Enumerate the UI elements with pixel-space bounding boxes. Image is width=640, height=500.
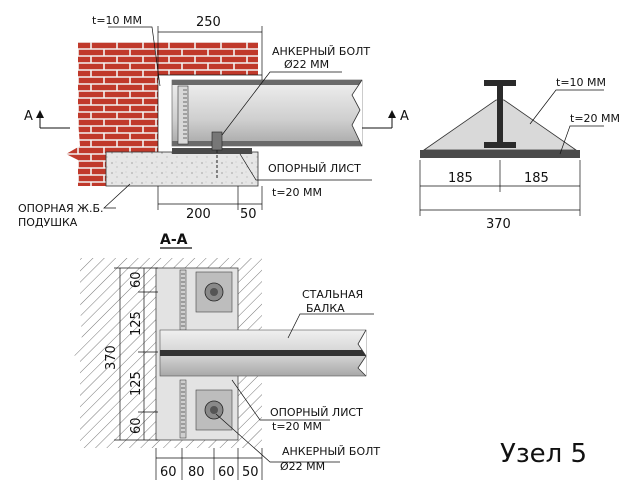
beam-bottom-flange	[172, 141, 362, 146]
label-anchor-bottom-2: Ø22 ММ	[280, 460, 325, 473]
leader-anchor-bottom	[215, 413, 340, 463]
cross-section: t=10 ММ t=20 ММ 185 185 370	[419, 76, 620, 232]
label-right-t10: t=10 ММ	[556, 76, 606, 89]
support-plate-side	[172, 148, 252, 154]
label-t10: t=10 ММ	[92, 14, 142, 27]
beam-web-plan	[160, 350, 366, 356]
dim-plan-60a: 60	[129, 271, 144, 288]
leader-right-t20	[559, 125, 604, 155]
leader-pad	[103, 183, 131, 209]
leader-right-t10	[529, 89, 604, 125]
dim-plan-370: 370	[104, 345, 119, 370]
cut-mark-left	[39, 118, 70, 129]
ibeam-top	[484, 80, 516, 86]
leader-plate-bottom	[231, 379, 330, 421]
ruler-ticks-side	[183, 89, 187, 139]
ruler-ticks-plan	[181, 273, 185, 433]
gap-outline	[157, 74, 262, 152]
dim-h-60a: 60	[160, 465, 177, 480]
label-anchor-bottom-1: АНКЕРНЫЙ БОЛТ	[282, 445, 380, 458]
dim-185b: 185	[524, 171, 549, 186]
dim-250: 250	[196, 15, 221, 30]
label-plate-bottom-1: ОПОРНЫЙ ЛИСТ	[270, 406, 363, 419]
dim-h-80: 80	[188, 465, 205, 480]
label-plate-bottom-2: t=20 ММ	[272, 420, 322, 433]
label-beam-1: СТАЛЬНАЯ	[302, 288, 363, 301]
beam-break	[351, 79, 363, 147]
concrete-pad	[105, 151, 259, 187]
leader-t10	[108, 26, 161, 87]
anchor-bolt-side	[211, 131, 223, 151]
dim-h-60b: 60	[218, 465, 235, 480]
dim-plan-125b: 125	[129, 371, 144, 396]
label-plate-top-2: t=20 ММ	[272, 186, 322, 199]
section-title: А-А	[160, 232, 188, 248]
stiffener-side	[177, 85, 189, 145]
leader-anchor-top	[221, 71, 342, 136]
cut-label-left: A	[24, 109, 33, 124]
label-pad-1: ОПОРНАЯ Ж.Б.	[18, 202, 104, 215]
stiffener-plan-top	[179, 269, 187, 331]
dim-200: 200	[186, 207, 211, 222]
cut-mark-right	[362, 118, 393, 129]
beam-top-flange	[172, 80, 362, 85]
dim-185a: 185	[448, 171, 473, 186]
cut-label-right: A	[400, 109, 409, 124]
dim-plan-60b: 60	[129, 417, 144, 434]
dim-370-right: 370	[486, 217, 511, 232]
label-anchor-top-1: АНКЕРНЫЙ БОЛТ	[272, 45, 370, 58]
dim-50: 50	[240, 207, 257, 222]
leader-beam	[287, 313, 374, 339]
label-plate-top-1: ОПОРНЫЙ ЛИСТ	[268, 162, 361, 175]
side-section: t=10 ММ 250 АНКЕРНЫЙ БОЛТ Ø22 ММ ОПОРНЫЙ…	[18, 14, 409, 229]
node-title: Узел 5	[500, 439, 587, 469]
dim-h-50: 50	[242, 465, 259, 480]
label-right-t20: t=20 ММ	[570, 112, 620, 125]
beam-break-plan	[357, 329, 367, 377]
label-pad-2: ПОДУШКА	[18, 216, 78, 229]
label-anchor-top-2: Ø22 ММ	[284, 58, 329, 71]
plan-section: А-А СТАЛЬНАЯ БАЛКА ОПОРНЫЙ ЛИСТ t=20 ММ …	[70, 232, 380, 480]
brick-wall	[66, 42, 258, 186]
stiffener-plan-bottom	[179, 379, 187, 439]
ibeam-bottom	[484, 142, 516, 148]
ibeam-web	[497, 86, 503, 142]
label-beam-2: БАЛКА	[306, 302, 345, 315]
steel-beam-side	[171, 79, 363, 147]
dim-plan-125a: 125	[129, 311, 144, 336]
leader-plate-top	[239, 153, 372, 181]
support-plate-cross	[420, 150, 580, 158]
